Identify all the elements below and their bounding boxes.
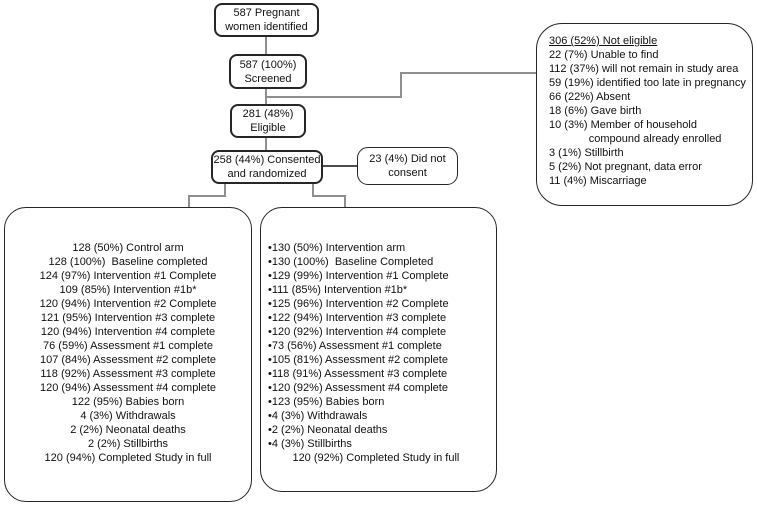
connector-consented-control-v2: [188, 195, 190, 208]
intervention-arm-item: •123 (95%) Babies born: [268, 396, 385, 408]
connector-consented-control-v1: [224, 184, 226, 197]
control-arm-item: 120 (94%) Intervention #4 complete: [40, 326, 216, 338]
control-arm-item: 120 (94%) Intervention #2 Complete: [39, 298, 217, 310]
connector-consented-intervention-v1: [312, 184, 314, 197]
control-arm-item: 118 (92%) Assessment #3 complete: [40, 368, 216, 380]
control-arm-item: 128 (50%) Control arm: [72, 242, 184, 254]
not-eligible-title: 306 (52%) Not eligible: [549, 35, 658, 47]
screened-box: 587 (100%) Screened: [229, 54, 307, 89]
intervention-arm-item: •4 (3%) Withdrawals: [268, 410, 368, 422]
intervention-arm-item: •4 (3%) Stillbirths: [268, 438, 352, 450]
not-eligible-box: 306 (52%) Not eligible 22 (7%) Unable to…: [536, 23, 753, 206]
not-eligible-item: 66 (22%) Absent: [549, 91, 631, 103]
eligible-box: 281 (48%) Eligible: [230, 104, 306, 138]
intervention-arm-item: •130 (100%) Baseline Completed: [268, 256, 434, 268]
not-eligible-item: 11 (4%) Miscarriage: [549, 175, 647, 187]
intervention-arm-item: •125 (96%) Intervention #2 Complete: [268, 298, 449, 310]
intervention-arm-item: 120 (92%) Completed Study in full: [268, 452, 460, 464]
intervention-arm-item: •105 (81%) Assessment #2 complete: [268, 354, 448, 366]
not-eligible-item: 112 (37%) will not remain in study area: [549, 63, 739, 75]
intervention-arm-item: •2 (2%) Neonatal deaths: [268, 424, 388, 436]
screened-line1: 587 (100%): [239, 58, 297, 71]
control-arm-item: 76 (59%) Assessment #1 complete: [43, 340, 213, 352]
not-eligible-item: 3 (1%) Stillbirth: [549, 147, 624, 159]
screened-line2: Screened: [244, 72, 292, 85]
connector-consented-control-h: [188, 195, 226, 197]
eligible-line1: 281 (48%): [242, 108, 294, 120]
connector-screened-noteligible-h2: [400, 72, 537, 74]
consented-line1: 258 (44%) Consented: [213, 154, 321, 166]
intervention-arm-item: •118 (91%) Assessment #3 complete: [268, 368, 448, 380]
not-eligible-item: 10 (3%) Member of household: [549, 119, 697, 131]
intervention-arm-item: •120 (92%) Intervention #4 complete: [268, 326, 447, 338]
not-eligible-item: 18 (6%) Gave birth: [549, 105, 642, 117]
control-arm-item: 2 (2%) Neonatal deaths: [70, 424, 186, 436]
did-not-consent-line1: 23 (4%) Did not: [369, 153, 446, 165]
control-arm-item: 121 (95%) Intervention #3 complete: [40, 312, 216, 324]
identified-line1: 587 Pregnant: [233, 7, 300, 19]
consented-line2: and randomized: [227, 168, 307, 180]
not-eligible-item: 59 (19%) identified too late in pregnanc…: [549, 77, 746, 89]
not-eligible-list: 22 (7%) Unable to find 112 (37%) will not…: [549, 48, 748, 188]
intervention-arm-item: •111 (85%) Intervention #1b*: [268, 284, 408, 296]
control-arm-box: 128 (50%) Control arm 128 (100%) Baseline…: [4, 207, 252, 502]
intervention-arm-item: •130 (50%) Intervention arm: [268, 242, 406, 254]
connector-consented-intervention-v2: [344, 195, 346, 208]
control-arm-item: 122 (95%) Babies born: [71, 396, 185, 408]
consented-box: 258 (44%) Consented and randomized: [211, 150, 323, 184]
connector-eligible-consented: [265, 138, 267, 150]
connector-consented-intervention-h: [312, 195, 346, 197]
intervention-arm-item: •129 (99%) Intervention #1 Complete: [268, 270, 449, 282]
control-arm-item: 107 (84%) Assessment #2 complete: [39, 354, 217, 366]
intervention-arm-item: •73 (56%) Assessment #1 complete: [268, 340, 442, 352]
control-arm-item: 4 (3%) Withdrawals: [80, 410, 176, 422]
identified-line2: women identified: [225, 21, 308, 33]
intervention-arm-item: •122 (94%) Intervention #3 complete: [268, 312, 447, 324]
intervention-arm-box: •130 (50%) Intervention arm •130 (100%) B…: [260, 207, 497, 492]
intervention-arm-item: •120 (92%) Assessment #4 complete: [268, 382, 448, 394]
control-arm-list: 128 (50%) Control arm 128 (100%) Baseline…: [5, 241, 251, 465]
connector-identified-screened: [265, 37, 267, 54]
eligible-line2: Eligible: [250, 122, 286, 134]
control-arm-item: 2 (2%) Stillbirths: [87, 438, 169, 450]
connector-screened-noteligible-v: [400, 72, 402, 98]
intervention-arm-list: •130 (50%) Intervention arm •130 (100%) B…: [268, 241, 492, 465]
did-not-consent-box: 23 (4%) Did not consent: [357, 147, 458, 185]
not-eligible-item: 5 (2%) Not pregnant, data error: [549, 161, 702, 173]
control-arm-item: 109 (85%) Intervention #1b*: [59, 284, 197, 296]
not-eligible-item: compound already enrolled: [549, 133, 722, 145]
did-not-consent-line2: consent: [388, 167, 427, 179]
identified-box: 587 Pregnant women identified: [214, 3, 319, 37]
not-eligible-item: 22 (7%) Unable to find: [549, 49, 659, 61]
connector-consented-didnotconsent: [322, 165, 358, 167]
control-arm-item: 128 (100%) Baseline completed: [48, 256, 208, 268]
control-arm-item: 120 (94%) Completed Study in full: [44, 452, 212, 464]
connector-screened-noteligible-h1: [265, 96, 402, 98]
control-arm-item: 124 (97%) Intervention #1 Complete: [39, 270, 217, 282]
control-arm-item: 120 (94%) Assessment #4 complete: [39, 382, 217, 394]
